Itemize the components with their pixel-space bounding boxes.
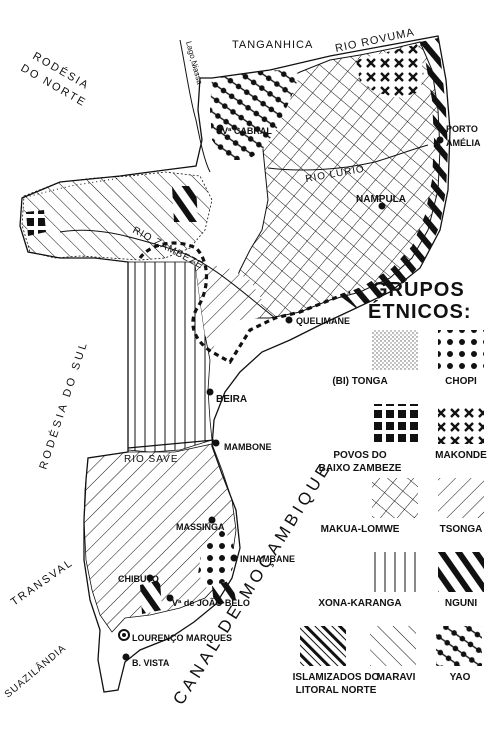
region-chopi xyxy=(198,530,236,590)
label-porto-amelia-2: AMÉLIA xyxy=(446,138,481,148)
border-dotted-west xyxy=(21,177,121,199)
city-marker-mambone xyxy=(212,439,220,447)
river-zambeze xyxy=(59,229,276,319)
legend-swatch-yao xyxy=(436,626,482,666)
legend-swatch-baixo_zambeze xyxy=(372,404,418,444)
legend-label-yao: YAO xyxy=(450,672,471,683)
label-vila-cabral: Vª CABRAL xyxy=(222,126,272,136)
label-inhambane: INHAMBANE xyxy=(240,554,295,564)
legend-items: (BI) TONGA CHOPI POVOS DO BAIXO ZAMBEZE MAKO… xyxy=(293,330,487,696)
legend-label-maravi: MARAVI xyxy=(377,672,416,683)
city-marker-chibuto xyxy=(146,574,154,582)
river-lurio xyxy=(267,144,429,171)
legend-swatch-nguni xyxy=(438,552,484,592)
legend-label-makua_lomwe: MAKUA-LOMWE xyxy=(321,524,400,535)
legend-swatch-xona_karanga xyxy=(372,552,418,592)
legend-swatch-makua_lomwe xyxy=(372,478,418,518)
city-marker-lourenco-marques-core xyxy=(122,633,126,637)
city-marker-quelimane xyxy=(285,316,293,324)
label-massinga: MASSINGA xyxy=(176,522,225,532)
label-quelimane: QUELIMANE xyxy=(296,316,350,326)
legend-label-xona_karanga: XONA-KARANGA xyxy=(318,598,401,609)
legend-swatch-tsonga xyxy=(438,478,484,518)
legend-label-baixo_zambeze-2: BAIXO ZAMBEZE xyxy=(319,463,402,474)
city-marker-vila-cabral xyxy=(216,124,224,132)
region-islamizados-coast xyxy=(340,38,448,308)
label-mambone: MAMBONE xyxy=(224,442,272,452)
city-marker-porto-amelia xyxy=(436,136,444,144)
legend-swatch-makonde xyxy=(438,404,484,444)
city-marker-massinga xyxy=(208,516,216,524)
label-beira: BEIRA xyxy=(216,394,247,405)
label-nampula: NAMPULA xyxy=(356,194,406,205)
region-tsonga xyxy=(83,443,237,633)
label-porto-amelia-1: PORTO xyxy=(446,124,478,134)
label-rodesia-sul: RODÉSIA DO SUL xyxy=(36,339,90,471)
region-makonde xyxy=(356,44,424,98)
legend-title-2: ÉTNICOS: xyxy=(368,300,472,323)
label-transval: TRANSVAL xyxy=(9,557,76,609)
legend-label-baixo_zambeze: POVOS DO xyxy=(333,450,387,461)
label-chibuto: CHIBUTO xyxy=(118,574,159,584)
region-baixo-zambeze-small xyxy=(26,210,46,236)
river-save xyxy=(127,439,215,449)
legend-label-islamizados: ISLAMIZADOS DO xyxy=(293,672,380,683)
legend-label-tsonga: TSONGA xyxy=(440,524,483,535)
region-yao xyxy=(210,70,300,160)
city-marker-beira xyxy=(206,388,214,396)
label-suazilandia: SUAZILÂNDIA xyxy=(2,641,69,700)
city-marker-nampula xyxy=(378,202,386,210)
label-boa-vista: B. VISTA xyxy=(132,658,170,668)
legend-swatch-chopi xyxy=(438,330,484,370)
legend-title-1: GRUPOS xyxy=(372,279,465,301)
region-nguni-c xyxy=(212,580,236,606)
legend-swatch-islamizados xyxy=(300,626,346,666)
legend-label-makonde: MAKONDE xyxy=(435,450,487,461)
city-marker-boa-vista xyxy=(122,653,130,661)
legend-swatch-maravi xyxy=(370,626,416,666)
mozambique-outline xyxy=(19,35,451,693)
zambeze-boundary xyxy=(138,241,351,365)
city-marker-inhambane xyxy=(230,554,238,562)
border-dotted-north xyxy=(189,59,212,79)
city-marker-joao-belo xyxy=(166,594,174,602)
label-lourenco-marques: LOURENÇO MARQUES xyxy=(132,633,232,643)
legend-label-chopi: CHOPI xyxy=(445,376,477,387)
legend: GRUPOS ÉTNICOS: xyxy=(368,279,472,323)
region-baixo-zambeze xyxy=(195,262,262,350)
legend-label-nguni: NGUNI xyxy=(445,598,477,609)
lake-niassa xyxy=(179,39,211,173)
legend-label-islamizados-2: LITORAL NORTE xyxy=(296,685,377,696)
region-nguni-b xyxy=(140,580,162,614)
legend-swatch-tonga xyxy=(372,330,418,370)
label-rio-save: RIO SAVE xyxy=(124,454,179,465)
label-joao-belo: Vª de JOÃO BELO xyxy=(172,598,250,608)
legend-label-tonga: (BI) TONGA xyxy=(332,376,387,387)
label-tanganhica: TANGANHICA xyxy=(232,39,313,51)
region-nguni-a xyxy=(172,186,198,222)
